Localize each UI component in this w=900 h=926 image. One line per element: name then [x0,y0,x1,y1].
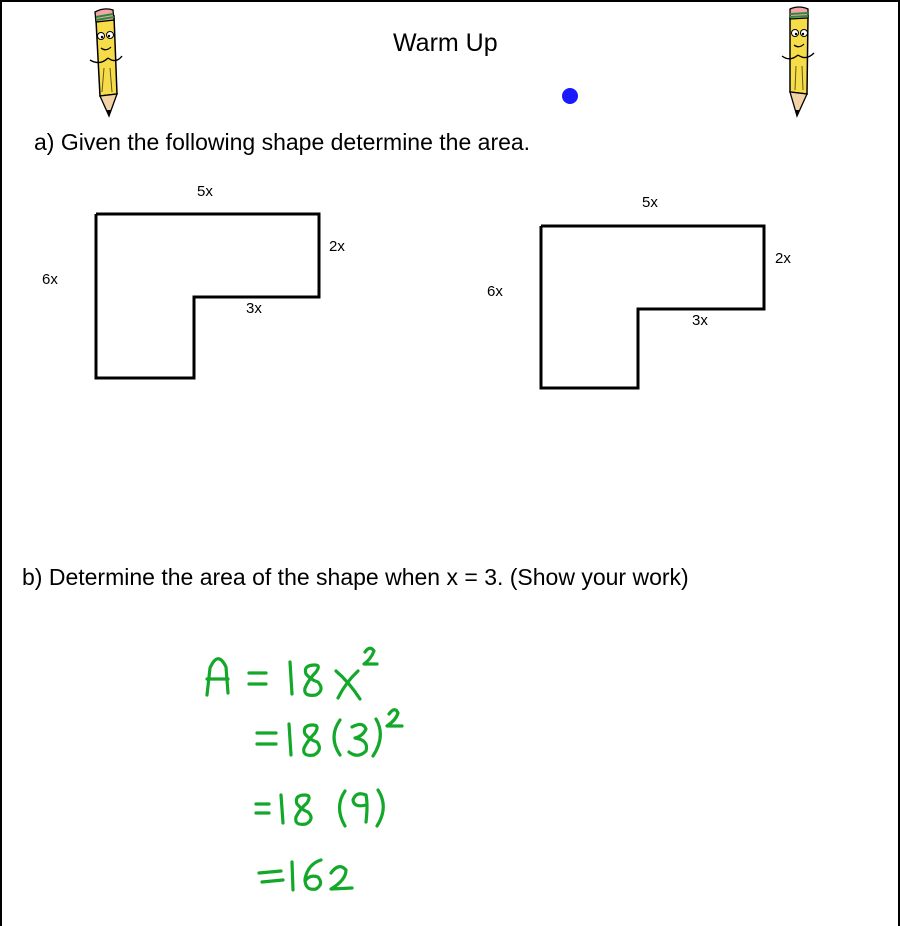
pointer-dot [562,88,578,104]
question-b: b) Determine the area of the shape when … [22,564,689,590]
shape2-top-label: 5x [642,194,658,211]
work-line-2 [255,708,404,758]
shape2-right-label: 2x [775,250,791,267]
work-line-4 [257,858,354,892]
shape2-inner-label: 3x [692,312,708,329]
shape1-right-label: 2x [329,238,345,255]
page-title: Warm Up [393,29,498,57]
pencil-mascot-icon [781,6,815,118]
work-line-3 [254,788,385,828]
page-border-top [0,0,900,2]
work-line-1 [205,646,379,701]
page-border-right [898,0,900,926]
shape2-left-label: 6x [487,283,503,300]
shape1-left-label: 6x [42,271,58,288]
shape1-top-label: 5x [197,183,213,200]
page-border-left [0,0,2,926]
shape1-inner-label: 3x [246,300,262,317]
pencil-mascot-icon [89,8,123,118]
question-a: a) Given the following shape determine t… [34,129,531,155]
